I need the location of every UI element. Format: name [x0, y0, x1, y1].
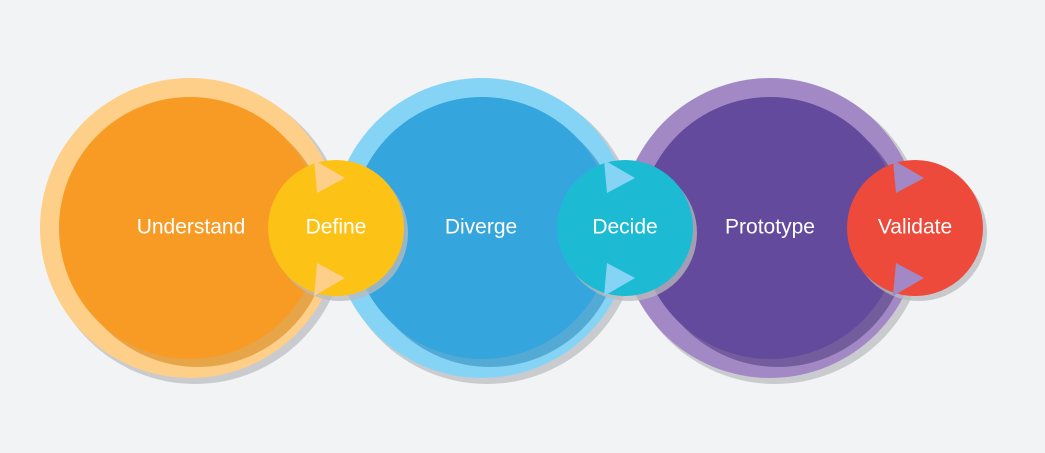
stage-labels: Understand Define Diverge Decide Prototy…	[137, 216, 952, 239]
prototype-disc	[639, 97, 901, 359]
label-diverge: Diverge	[445, 216, 517, 239]
understand-disc	[59, 97, 321, 359]
validate-circle	[847, 160, 983, 296]
label-decide: Decide	[592, 216, 657, 239]
diverge-bottom-arrow-icon	[604, 263, 635, 296]
stage-diverge	[332, 78, 638, 384]
stage-define	[268, 160, 408, 301]
diverge-top-arrow-icon	[604, 160, 635, 193]
flow-arrows	[314, 160, 924, 296]
decide-circle	[557, 160, 693, 296]
prototype-bottom-arrow-icon	[893, 263, 924, 296]
label-validate: Validate	[878, 216, 952, 239]
stage-validate	[847, 160, 987, 301]
stage-understand	[40, 78, 346, 384]
diverge-disc	[351, 97, 613, 359]
label-define: Define	[306, 216, 367, 239]
label-prototype: Prototype	[725, 216, 815, 239]
stage-decide	[557, 160, 697, 301]
understand-bottom-arrow-icon	[314, 263, 345, 296]
prototype-top-arrow-icon	[893, 160, 924, 193]
label-understand: Understand	[137, 216, 246, 239]
stage-prototype	[620, 78, 926, 384]
understand-top-arrow-icon	[314, 160, 345, 193]
define-circle	[268, 160, 404, 296]
